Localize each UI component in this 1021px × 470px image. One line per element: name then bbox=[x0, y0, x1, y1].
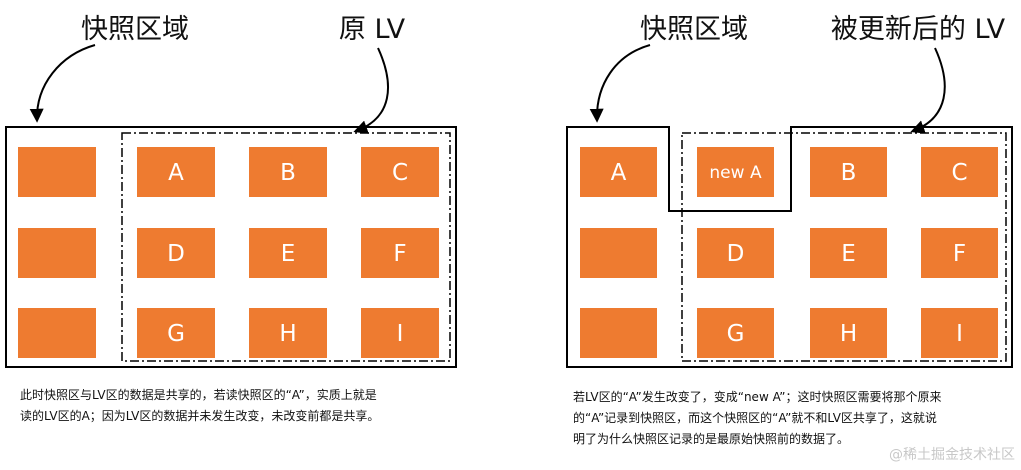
data-block bbox=[18, 147, 96, 197]
data-block-label: D bbox=[727, 241, 745, 267]
right-snapshot-region-border bbox=[566, 126, 1013, 368]
data-block bbox=[361, 147, 439, 197]
data-block bbox=[137, 308, 215, 358]
data-block-label: new A bbox=[709, 163, 762, 183]
data-block bbox=[810, 308, 887, 358]
left-caption: 此时快照区与LV区的数据是共享的，若读快照区的“A”，实质上就是 读的LV区的A… bbox=[20, 385, 379, 427]
right-lv-region-border bbox=[681, 132, 1007, 362]
left-lv-label: 原 LV bbox=[339, 14, 406, 45]
data-block bbox=[810, 228, 887, 278]
data-block-label: G bbox=[167, 321, 185, 347]
data-block bbox=[697, 228, 774, 278]
right-snapshot-label: 快照区域 bbox=[640, 14, 748, 45]
data-block bbox=[361, 308, 439, 358]
data-block bbox=[810, 147, 887, 197]
left-lv-region-border bbox=[121, 132, 451, 362]
data-block bbox=[249, 308, 327, 358]
left-data-blocks: A B C D E F G H I bbox=[18, 147, 439, 358]
right-lv-arrow bbox=[910, 47, 946, 134]
data-block-label: H bbox=[279, 321, 296, 347]
data-block bbox=[921, 228, 998, 278]
data-block-label: I bbox=[397, 321, 404, 347]
data-block-label: H bbox=[840, 321, 857, 347]
data-block-label: F bbox=[953, 241, 966, 267]
data-block bbox=[18, 228, 96, 278]
right-caption: 若LV区的“A”发生改变了，变成“new A”；这时快照区需要将那个原来 的“A… bbox=[573, 387, 942, 450]
data-block bbox=[697, 147, 774, 197]
data-block-label: B bbox=[841, 160, 857, 186]
data-block bbox=[580, 228, 657, 278]
data-block bbox=[921, 308, 998, 358]
data-block-label: E bbox=[281, 241, 296, 267]
data-block-label: F bbox=[393, 241, 406, 267]
data-block bbox=[580, 147, 657, 197]
data-block-label: A bbox=[168, 160, 184, 186]
left-panel: 快照区域 原 LV A B C D E F G H I bbox=[5, 14, 457, 368]
data-block-label: C bbox=[951, 160, 967, 186]
data-block-label: E bbox=[841, 241, 856, 267]
right-snapshot-arrow bbox=[589, 44, 651, 123]
data-block bbox=[249, 147, 327, 197]
watermark: @稀土掘金技术社区 bbox=[889, 447, 1015, 463]
left-lv-arrow bbox=[353, 47, 389, 134]
right-lv-label: 被更新后的 LV bbox=[831, 14, 1006, 45]
left-caption-line: 此时快照区与LV区的数据是共享的，若读快照区的“A”，实质上就是 bbox=[20, 388, 377, 402]
left-snapshot-region-border bbox=[5, 126, 457, 368]
data-block bbox=[697, 308, 774, 358]
data-block-label: A bbox=[611, 160, 627, 186]
data-block bbox=[921, 147, 998, 197]
right-caption-line: 若LV区的“A”发生改变了，变成“new A”；这时快照区需要将那个原来 bbox=[573, 390, 942, 404]
data-block-label: I bbox=[956, 321, 963, 347]
data-block bbox=[249, 228, 327, 278]
left-snapshot-label: 快照区域 bbox=[81, 14, 189, 45]
left-snapshot-arrow bbox=[29, 44, 96, 123]
left-caption-line: 读的LV区的A；因为LV区的数据并未发生改变，未改变前都是共享。 bbox=[20, 409, 380, 423]
data-block bbox=[361, 228, 439, 278]
data-block bbox=[137, 228, 215, 278]
data-block bbox=[18, 308, 96, 358]
data-block-label: G bbox=[727, 321, 745, 347]
data-block-label: C bbox=[392, 160, 408, 186]
data-block-label: D bbox=[167, 241, 185, 267]
right-caption-line: 明了为什么快照区记录的是最原始快照前的数据了。 bbox=[573, 432, 850, 446]
right-caption-line: 的“A”记录到快照区，而这个快照区的“A”就不和LV区共享了，这就说 bbox=[573, 411, 937, 425]
data-block bbox=[580, 308, 657, 358]
data-block bbox=[137, 147, 215, 197]
data-block-label: B bbox=[280, 160, 296, 186]
